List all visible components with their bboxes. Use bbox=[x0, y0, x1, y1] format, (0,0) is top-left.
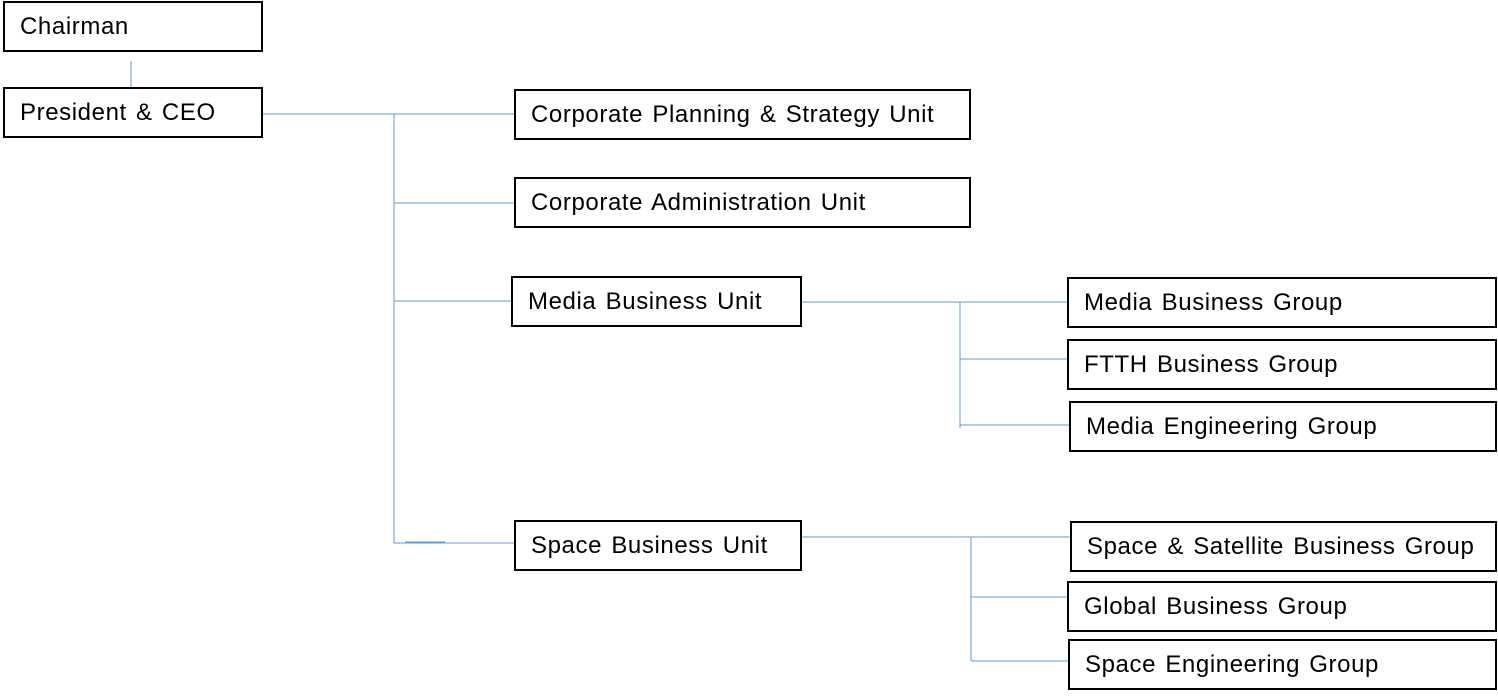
media-business-unit-box: Media Business Unit bbox=[511, 276, 802, 327]
space-engineering-group-box: Space Engineering Group bbox=[1068, 639, 1497, 690]
corporate-administration-unit-box: Corporate Administration Unit bbox=[514, 177, 971, 228]
media-business-group-box: Media Business Group bbox=[1067, 277, 1497, 328]
space-satellite-business-group-box: Space & Satellite Business Group bbox=[1070, 521, 1497, 572]
chairman-box: Chairman bbox=[3, 1, 263, 52]
corporate-planning-strategy-unit-box: Corporate Planning & Strategy Unit bbox=[514, 89, 971, 140]
president-ceo-box: President & CEO bbox=[3, 87, 263, 138]
ftth-business-group-box: FTTH Business Group bbox=[1067, 339, 1497, 390]
space-business-unit-box: Space Business Unit bbox=[514, 520, 802, 571]
global-business-group-box: Global Business Group bbox=[1067, 581, 1497, 632]
media-engineering-group-box: Media Engineering Group bbox=[1069, 401, 1497, 452]
